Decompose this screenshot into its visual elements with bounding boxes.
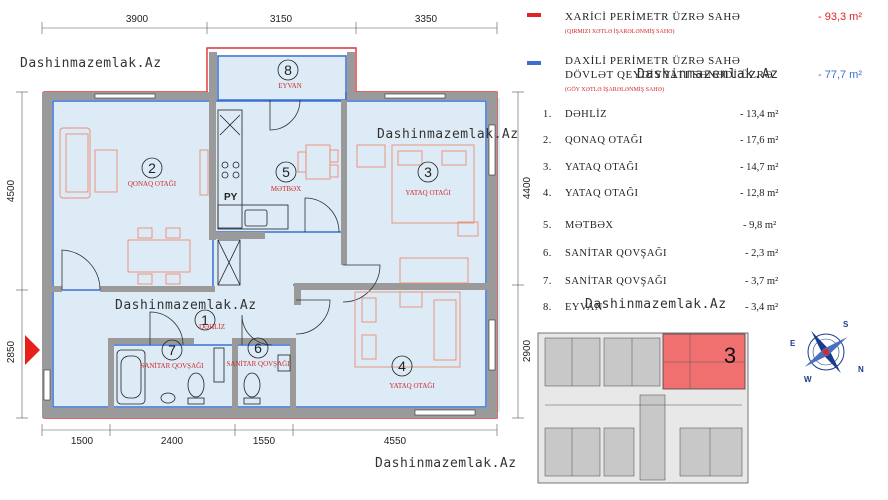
room-7-number: 7 xyxy=(168,342,176,358)
fixture-label: PY xyxy=(224,192,238,203)
room-list-no-7: 7. xyxy=(543,276,552,287)
inner-legend-value: - 77,7 m² xyxy=(818,69,862,81)
dimension-lines xyxy=(16,22,524,436)
room-4-name: YATAQ OTAĞI xyxy=(389,382,435,390)
room-list-name-7: SANİTAR QOVŞAĞI xyxy=(565,275,667,287)
kitchen-fixtures xyxy=(116,109,291,405)
room-list-area-6: - 2,3 m² xyxy=(745,248,778,259)
room-list-no-6: 6. xyxy=(543,248,552,259)
dim-bottom-4: 4550 xyxy=(384,436,407,447)
room-list-no-1: 1. xyxy=(543,109,552,120)
room-list-no-4: 4. xyxy=(543,188,552,199)
room-list: 1. DƏHLİZ - 13,4 m² 2. QONAQ OTAĞI - 17,… xyxy=(543,108,778,313)
outer-legend-value: - 93,3 m² xyxy=(818,11,862,23)
dim-bottom-3: 1550 xyxy=(253,436,276,447)
room-list-name-5: MƏTBƏX xyxy=(565,220,614,231)
key-plan: 3 xyxy=(537,332,749,484)
room-4-number: 4 xyxy=(398,358,406,374)
outer-legend-note: (QIRMIZI XƏTLƏ İŞARƏLƏNMİŞ SAHƏ) xyxy=(565,28,675,35)
room-list-name-8: EYVAN xyxy=(565,302,603,313)
internal-walls xyxy=(52,100,487,408)
watermark-2: Dashinmazemlak.Az xyxy=(377,127,519,142)
room-list-area-3: - 14,7 m² xyxy=(740,162,778,173)
room-8-name: EYVAN xyxy=(278,82,302,90)
watermark-5: Dashinmazemlak.Az xyxy=(637,67,779,82)
room-5-name: MƏTBƏX xyxy=(271,185,301,193)
entrance-arrow xyxy=(25,335,40,365)
room-1-name: DƏHLİZ xyxy=(199,323,225,331)
room-list-name-3: YATAQ OTAĞI xyxy=(565,161,639,173)
room-list-name-2: QONAQ OTAĞI xyxy=(565,134,643,146)
room-6-name: SANİTAR QOVŞAĞI xyxy=(226,360,290,368)
room-1-number: 1 xyxy=(201,312,209,328)
dim-right-2: 2900 xyxy=(522,339,533,362)
room-3-name: YATAQ OTAĞI xyxy=(405,189,451,197)
room-2-number: 2 xyxy=(148,160,156,176)
room-list-area-8: - 3,4 m² xyxy=(745,302,778,313)
room-list-area-5: - 9,8 m² xyxy=(743,220,776,231)
room-7-name: SANİTAR QOVŞAĞI xyxy=(140,362,204,370)
room-list-name-4: YATAQ OTAĞI xyxy=(565,187,639,199)
room-8-number: 8 xyxy=(284,62,292,78)
room-list-name-1: DƏHLİZ xyxy=(565,108,607,120)
key-plan-apartment-number: 3 xyxy=(724,343,736,368)
compass-rose: S N E W xyxy=(790,320,864,384)
room-5-number: 5 xyxy=(282,164,290,180)
windows xyxy=(43,93,496,416)
inner-legend-swatch xyxy=(527,61,541,65)
room-list-area-7: - 3,7 m² xyxy=(745,276,778,287)
inner-legend-title-1: DAXİLİ PERİMETR ÜZRƏ SAHƏ xyxy=(565,55,740,67)
room-list-area-2: - 17,6 m² xyxy=(740,135,778,146)
key-plan-highlight xyxy=(662,333,746,390)
dim-left-1: 4500 xyxy=(6,179,17,202)
dim-top-2: 3150 xyxy=(270,14,293,25)
dim-top-1: 3900 xyxy=(126,14,149,25)
outer-legend-swatch xyxy=(527,13,541,17)
floor-plan: 2 QONAQ OTAĞI 3 YATAQ OTAĞI 4 YATAQ OTAĞ… xyxy=(6,14,533,447)
compass-letter-w: W xyxy=(804,375,812,384)
inner-legend-title-2: DÖVLƏT QEYDİYYATI SƏNƏDİ ÜZRƏ xyxy=(565,69,773,81)
compass-letter-e: E xyxy=(790,339,796,348)
furniture xyxy=(59,127,479,368)
outer-legend-title: XARİCİ PERİMETR ÜZRƏ SAHƏ xyxy=(565,11,740,23)
room-markers xyxy=(141,59,439,377)
watermark-3: Dashinmazemlak.Az xyxy=(115,298,257,313)
room-list-area-1: - 13,4 m² xyxy=(740,109,778,120)
dim-right-1: 4400 xyxy=(522,176,533,199)
room-list-area-4: - 12,8 m² xyxy=(740,188,778,199)
room-list-name-6: SANİTAR QOVŞAĞI xyxy=(565,247,667,259)
dim-bottom-2: 2400 xyxy=(161,436,184,447)
watermark-4: Dashinmazemlak.Az xyxy=(585,297,727,312)
inner-legend-note: (GÖY XƏTLƏ İŞARƏLƏNMİŞ SAHƏ) xyxy=(565,86,664,93)
compass-letter-s: S xyxy=(843,320,849,329)
room-6-number: 6 xyxy=(254,340,262,356)
dim-left-2: 2850 xyxy=(6,340,17,363)
room-2-name: QONAQ OTAĞI xyxy=(128,180,177,188)
room-list-no-5: 5. xyxy=(543,220,552,231)
dim-top-3: 3350 xyxy=(415,14,438,25)
room-list-no-3: 3. xyxy=(543,162,552,173)
compass-letter-n: N xyxy=(858,365,864,374)
room-list-no-8: 8. xyxy=(543,302,552,313)
door-swings xyxy=(61,99,381,346)
watermark-1: Dashinmazemlak.Az xyxy=(20,56,162,71)
area-legend: XARİCİ PERİMETR ÜZRƏ SAHƏ (QIRMIZI XƏTLƏ… xyxy=(527,11,862,93)
room-3-number: 3 xyxy=(424,164,432,180)
room-list-no-2: 2. xyxy=(543,135,552,146)
dim-bottom-1: 1500 xyxy=(71,436,94,447)
watermark-6: Dashinmazemlak.Az xyxy=(375,456,517,471)
